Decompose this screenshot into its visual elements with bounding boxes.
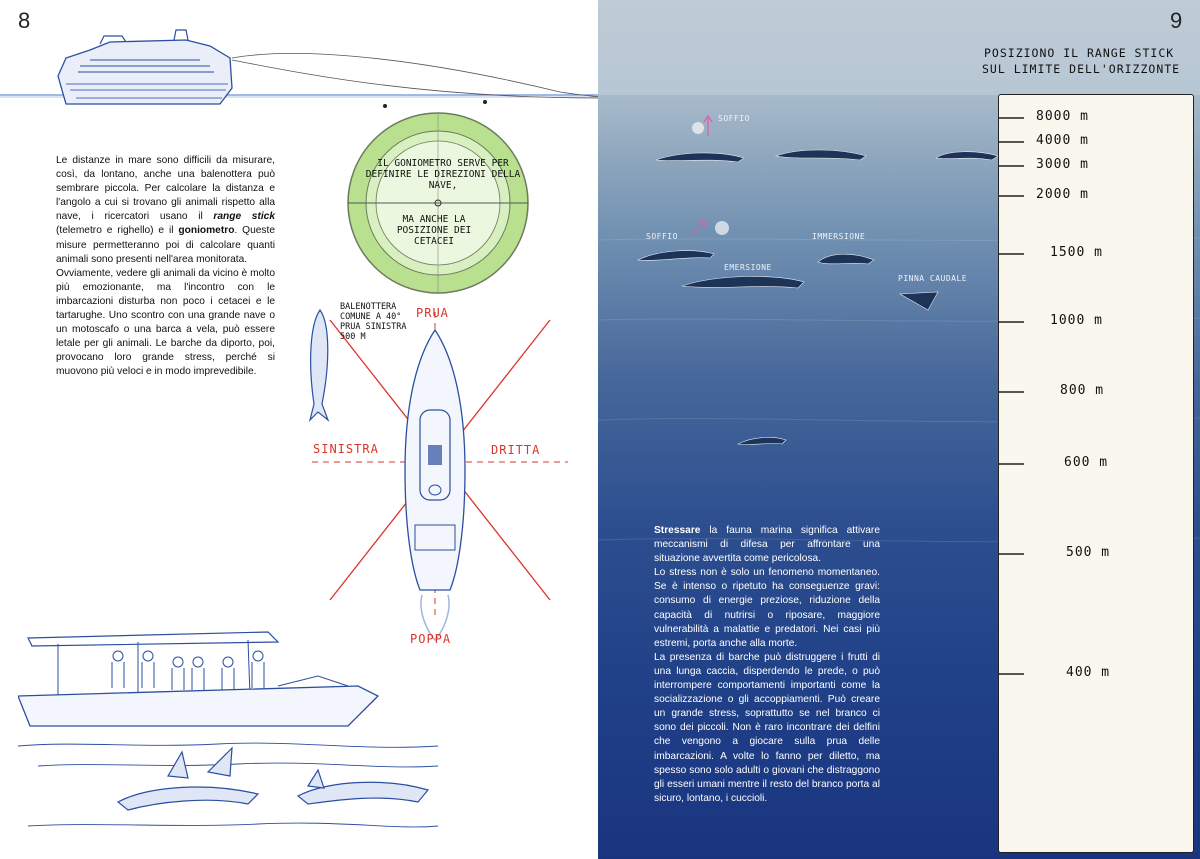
gauge-mark-8000: 8000 m bbox=[1036, 109, 1089, 124]
label-prua: PRUA bbox=[416, 306, 449, 320]
label-soffio-2: SOFFIO bbox=[646, 232, 678, 241]
gauge-title-2: SUL LIMITE DELL'ORIZZONTE bbox=[982, 62, 1181, 76]
label-pinna-caudale: PINNA CAUDALE bbox=[898, 274, 968, 283]
gauge-mark-2000: 2000 m bbox=[1036, 187, 1089, 202]
gauge-mark-1000: 1000 m bbox=[1050, 313, 1103, 328]
gauge-mark-600: 600 m bbox=[1064, 455, 1109, 470]
page-number-right: 9 bbox=[1170, 8, 1183, 33]
protractor-note-2: ma anche la posizione dei cetacei bbox=[396, 214, 472, 247]
gauge-mark-500: 500 m bbox=[1066, 545, 1111, 560]
label-sinistra: SINISTRA bbox=[313, 442, 379, 456]
right-page: 9 SOFFIO SOFFIO IMMERSIONE EMERSIONE PIN… bbox=[598, 0, 1200, 859]
label-immersione: IMMERSIONE bbox=[812, 232, 866, 241]
range-stick-ticks bbox=[998, 117, 1024, 675]
ferry-illustration bbox=[0, 29, 598, 108]
label-emersione: EMERSIONE bbox=[724, 263, 772, 272]
range-stick bbox=[998, 94, 1194, 853]
gauge-mark-800: 800 m bbox=[1060, 383, 1105, 398]
gauge-mark-3000: 3000 m bbox=[1036, 157, 1089, 172]
gauge-mark-400: 400 m bbox=[1066, 665, 1111, 680]
protractor-illustration bbox=[347, 112, 529, 294]
left-paragraph: Le distanze in mare sono difficili da mi… bbox=[56, 155, 276, 378]
gauge-mark-1500: 1500 m bbox=[1050, 245, 1103, 260]
motorboat-dolphins-illustration bbox=[18, 631, 439, 828]
page-number-left: 8 bbox=[18, 8, 31, 33]
protractor-note-1: Il goniometro serve per definire le dire… bbox=[365, 158, 521, 191]
whales-at-sea bbox=[636, 114, 999, 445]
label-soffio-1: SOFFIO bbox=[718, 114, 750, 123]
boat-direction-diagram bbox=[312, 312, 568, 642]
gauge-mark-4000: 4000 m bbox=[1036, 133, 1089, 148]
right-paragraph: Stressare la fauna marina significa atti… bbox=[654, 525, 880, 804]
label-dritta: DRITTA bbox=[491, 443, 541, 457]
whale-note: Balenottera comune a 40° prua sinistra 5… bbox=[340, 302, 407, 342]
whale-illustration bbox=[308, 308, 330, 422]
label-poppa: POPPA bbox=[410, 632, 452, 646]
left-page: 8 Le distanze in mare sono difficili da … bbox=[0, 0, 598, 859]
gauge-title-1: POSIZIONO IL RANGE STICK bbox=[984, 46, 1175, 60]
sea-waves bbox=[598, 0, 1200, 543]
